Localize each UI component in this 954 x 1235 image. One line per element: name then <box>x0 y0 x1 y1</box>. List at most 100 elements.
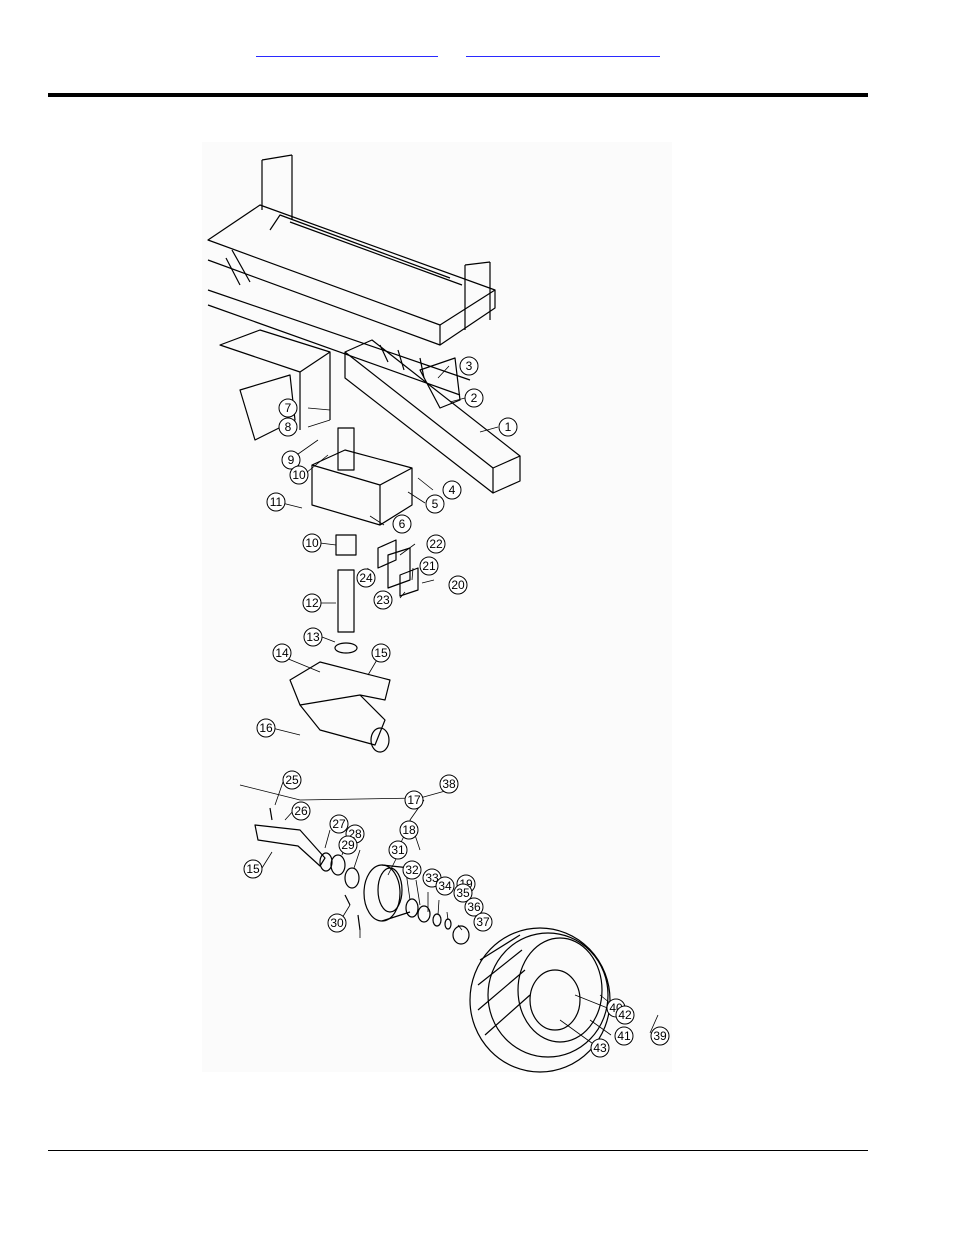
callout-label: 30 <box>330 916 344 930</box>
callout-circle <box>590 1038 610 1058</box>
callout-label: 5 <box>432 497 439 511</box>
callout-42: 42 <box>615 1005 635 1025</box>
callout-label: 20 <box>451 578 465 592</box>
callout-circle <box>282 770 302 790</box>
callout-label: 4 <box>449 483 456 497</box>
callout-25: 25 <box>282 770 302 790</box>
callout-14: 14 <box>272 643 292 663</box>
callout-label: 23 <box>376 593 390 607</box>
callout-label: 39 <box>653 1029 667 1043</box>
callout-circle <box>615 1005 635 1025</box>
washer <box>334 642 358 654</box>
callout-label: 31 <box>391 843 405 857</box>
callout-label: 43 <box>593 1041 607 1055</box>
callout-21: 21 <box>419 556 439 576</box>
callout-7: 7 <box>278 398 298 418</box>
callout-10: 10 <box>289 465 309 485</box>
callout-circle <box>498 417 518 437</box>
callout-23: 23 <box>373 590 393 610</box>
dust-cap <box>452 925 470 945</box>
callout-circle <box>614 1026 634 1046</box>
callout-label: 33 <box>425 871 439 885</box>
callout-circle <box>453 883 473 903</box>
callout-label: 36 <box>467 900 481 914</box>
callout-circle <box>256 718 276 738</box>
callout-circle <box>448 575 468 595</box>
callout-43: 43 <box>590 1038 610 1058</box>
callout-circle <box>426 534 446 554</box>
callout-18: 18 <box>399 820 419 840</box>
callout-circle <box>459 356 479 376</box>
callout-circle <box>419 556 439 576</box>
nav-link-2[interactable] <box>466 40 660 57</box>
callout-circle <box>464 897 484 917</box>
nav-link-1[interactable] <box>256 40 438 57</box>
callout-circle <box>373 590 393 610</box>
pivot-pin <box>337 569 355 633</box>
callout-35: 35 <box>453 883 473 903</box>
callout-circle <box>464 388 484 408</box>
main-frame <box>207 154 496 441</box>
callout-label: 12 <box>305 596 319 610</box>
callout-circle <box>338 835 358 855</box>
callout-label: 35 <box>456 886 470 900</box>
callout-circle <box>281 450 301 470</box>
callout-label: 9 <box>288 453 295 467</box>
callout-16: 16 <box>256 718 276 738</box>
callout-15: 15 <box>371 643 391 663</box>
callout-label: 2 <box>471 391 478 405</box>
callout-circle <box>473 912 493 932</box>
spindle-arm <box>289 661 391 753</box>
callout-circle <box>302 593 322 613</box>
callout-label: 21 <box>422 559 436 573</box>
callout-circle <box>272 643 292 663</box>
callout-label: 1 <box>505 420 512 434</box>
callout-label: 25 <box>285 773 299 787</box>
callout-circle <box>278 417 298 437</box>
callout-label: 26 <box>294 804 308 818</box>
callout-circle <box>243 859 263 879</box>
footer-rule <box>48 1150 868 1151</box>
bracket <box>419 357 461 409</box>
diagram-background <box>202 142 672 1072</box>
callout-label: 7 <box>285 401 292 415</box>
callout-label: 17 <box>407 793 421 807</box>
header-rule <box>48 93 868 97</box>
callout-circle <box>650 1026 670 1046</box>
callout-3: 3 <box>459 356 479 376</box>
callout-label: 10 <box>305 536 319 550</box>
callout-circle <box>356 568 376 588</box>
callout-circle <box>402 860 422 880</box>
callout-label: 14 <box>275 646 289 660</box>
callout-36: 36 <box>464 897 484 917</box>
callout-label: 29 <box>341 838 355 852</box>
callout-31: 31 <box>388 840 408 860</box>
callout-39: 39 <box>650 1026 670 1046</box>
callout-circle <box>289 465 309 485</box>
callout-22: 22 <box>426 534 446 554</box>
callout-circle <box>425 494 445 514</box>
bushing <box>335 534 357 556</box>
callout-circle <box>302 533 322 553</box>
callout-34: 34 <box>435 876 455 896</box>
callout-circle <box>399 820 419 840</box>
callout-circle <box>327 913 347 933</box>
callout-24: 24 <box>356 568 376 588</box>
callout-2: 2 <box>464 388 484 408</box>
callout-30: 30 <box>327 913 347 933</box>
callout-circle <box>439 774 459 794</box>
callout-circle <box>404 790 424 810</box>
callout-32: 32 <box>402 860 422 880</box>
callout-10: 10 <box>302 533 322 553</box>
callout-label: 32 <box>405 863 419 877</box>
hub <box>363 864 411 922</box>
callout-label: 16 <box>259 721 273 735</box>
callout-label: 11 <box>270 495 283 509</box>
callout-13: 13 <box>303 627 323 647</box>
callout-circle <box>435 876 455 896</box>
callout-label: 15 <box>246 862 260 876</box>
callout-circle <box>303 627 323 647</box>
bolts <box>269 344 425 931</box>
callout-circle <box>388 840 408 860</box>
